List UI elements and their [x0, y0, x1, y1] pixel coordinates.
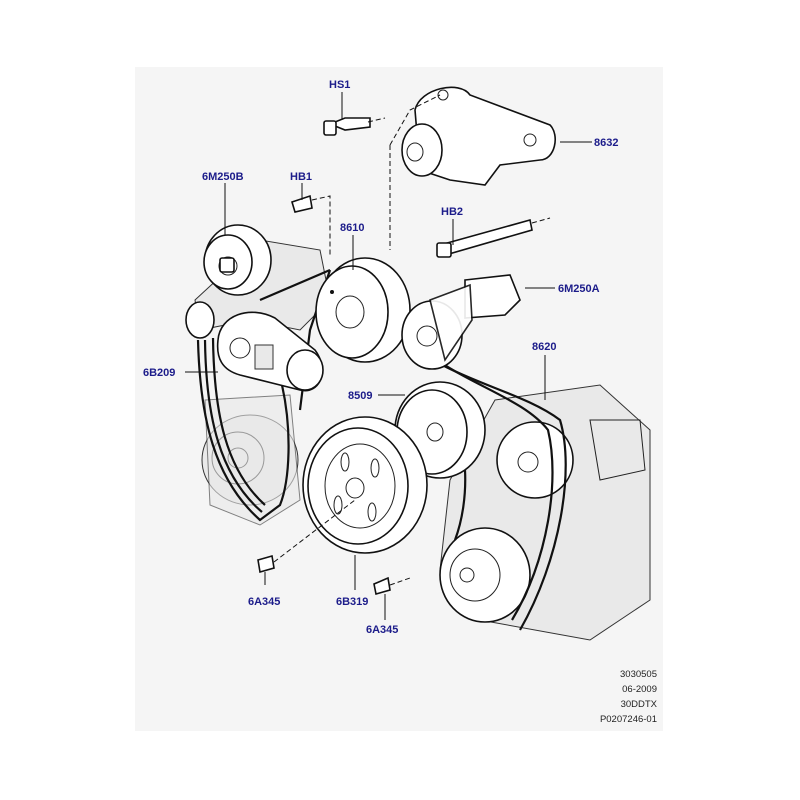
callout-6b209: 6B209	[143, 367, 175, 379]
pulley-8610	[315, 257, 411, 363]
callout-6m250a: 6M250A	[558, 283, 600, 295]
tensioner-6B209	[185, 301, 324, 392]
callout-6m250b: 6M250B	[202, 171, 244, 183]
bolt-HB2	[436, 218, 533, 258]
callout-8620: 8620	[532, 341, 556, 353]
bolt-6A345-right	[373, 576, 391, 596]
bolt-HB1	[291, 194, 313, 213]
callout-6a345-left: 6A345	[248, 596, 280, 608]
callout-hb1: HB1	[290, 171, 312, 183]
idler-pulley-6M250B	[203, 224, 272, 296]
callout-hb2: HB2	[441, 206, 463, 218]
leader-lines	[185, 92, 592, 620]
reference-code-2: 30DDTX	[620, 699, 657, 710]
callout-8632: 8632	[594, 137, 618, 149]
bracket-8632	[401, 86, 556, 186]
callout-8610: 8610	[340, 222, 364, 234]
bolt-6A345-left	[257, 554, 275, 574]
drive-belt-6B209	[196, 337, 290, 522]
callout-6b319: 6B319	[336, 596, 368, 608]
callout-8509: 8509	[348, 390, 372, 402]
bolt-HS1	[323, 117, 371, 136]
callout-6a345-right: 6A345	[366, 624, 398, 636]
pump-6M250A	[401, 274, 521, 370]
reference-code-1: 3030505	[620, 669, 657, 680]
reference-date: 06-2009	[622, 684, 657, 695]
callout-hs1: HS1	[329, 79, 350, 91]
crankshaft-pulley-6B319	[302, 416, 428, 554]
ac-compressor-right	[439, 384, 651, 641]
reference-drawing-number: P0207246-01	[599, 714, 657, 725]
